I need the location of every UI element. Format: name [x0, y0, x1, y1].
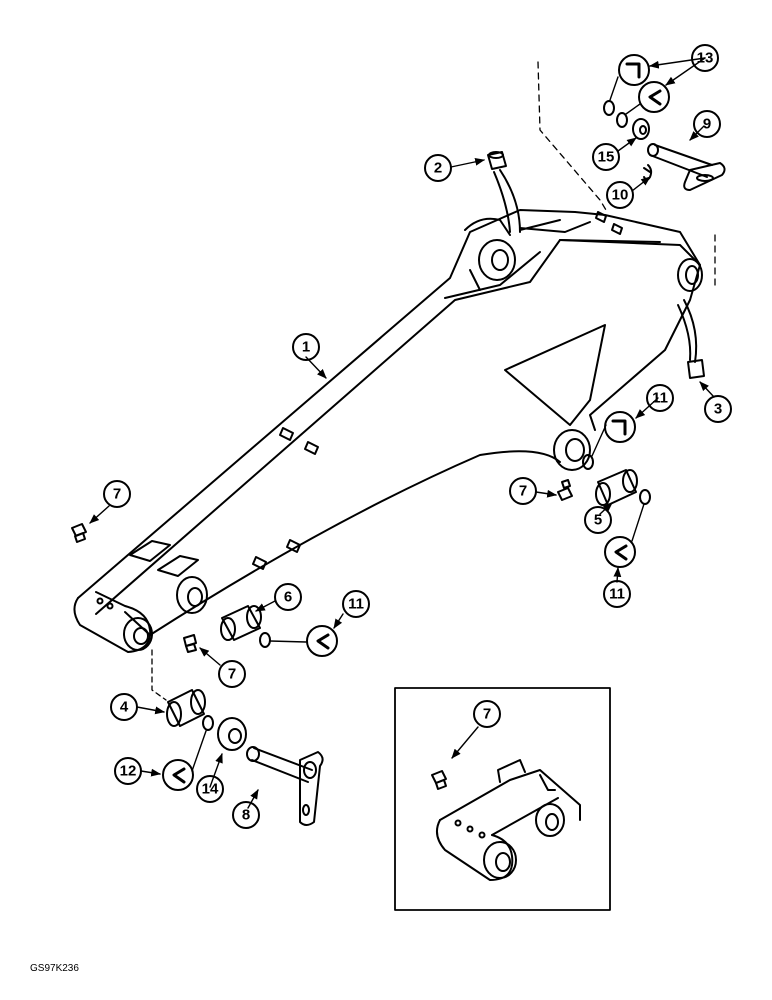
bushing-4	[166, 689, 206, 727]
washer-14	[217, 717, 247, 751]
figure-code: GS97K236	[30, 963, 79, 974]
svg-text:14: 14	[202, 781, 219, 798]
washer-15	[632, 118, 650, 140]
shim-11b	[639, 489, 651, 505]
cap-2	[487, 151, 521, 233]
detail-inset	[394, 687, 611, 911]
shim-11a	[582, 454, 594, 470]
svg-text:3: 3	[714, 401, 722, 418]
svg-text:11: 11	[652, 390, 668, 407]
svg-text:13: 13	[697, 50, 714, 67]
shim-13b	[616, 112, 628, 128]
svg-text:11: 11	[609, 586, 625, 603]
callout-7-inset: 7	[473, 700, 501, 728]
svg-text:11: 11	[348, 596, 364, 613]
svg-text:8: 8	[242, 807, 250, 824]
svg-text:10: 10	[612, 187, 629, 204]
svg-text:7: 7	[483, 706, 491, 723]
svg-text:15: 15	[598, 149, 615, 166]
shim-6	[259, 632, 271, 648]
svg-text:4: 4	[120, 699, 129, 716]
svg-text:5: 5	[594, 512, 602, 529]
callout-6: 6	[274, 583, 302, 611]
callout-8: 8	[232, 801, 260, 829]
svg-text:9: 9	[703, 116, 711, 133]
callout-10: 10	[606, 181, 634, 209]
svg-text:1: 1	[302, 339, 310, 356]
callout-3: 3	[704, 395, 732, 423]
callout-11-bottom: 11	[603, 580, 631, 608]
bushing-5	[595, 469, 638, 506]
bushing-6	[220, 605, 262, 641]
callout-7-right: 7	[509, 477, 537, 505]
callout-14: 14	[196, 775, 224, 803]
svg-text:7: 7	[113, 486, 121, 503]
callout-1: 1	[292, 333, 320, 361]
callout-11-top: 11	[646, 384, 674, 412]
leader-lines	[89, 57, 715, 809]
callout-9: 9	[693, 110, 721, 138]
callout-2: 2	[424, 154, 452, 182]
grease-fitting-right	[557, 479, 573, 501]
boom	[73, 209, 703, 653]
svg-text:7: 7	[519, 483, 527, 500]
shim-12	[202, 715, 214, 731]
callout-7-mid: 7	[218, 660, 246, 688]
callout-4: 4	[110, 693, 138, 721]
pin-9	[647, 143, 726, 191]
callout-12: 12	[114, 757, 142, 785]
svg-text:6: 6	[284, 589, 292, 606]
callout-13: 13	[691, 44, 719, 72]
pin-8	[246, 746, 324, 826]
grease-fitting-left	[71, 523, 87, 543]
svg-text:12: 12	[120, 763, 137, 780]
callout-11-mid: 11	[342, 590, 370, 618]
shim-13a	[603, 100, 615, 116]
inset-arm-end	[431, 759, 581, 881]
svg-text:2: 2	[434, 160, 442, 177]
grease-fitting-mid	[183, 634, 197, 653]
callout-5: 5	[584, 506, 612, 534]
svg-text:7: 7	[228, 666, 236, 683]
cap-3	[677, 299, 705, 379]
callout-7-left: 7	[103, 480, 131, 508]
callout-15: 15	[592, 143, 620, 171]
